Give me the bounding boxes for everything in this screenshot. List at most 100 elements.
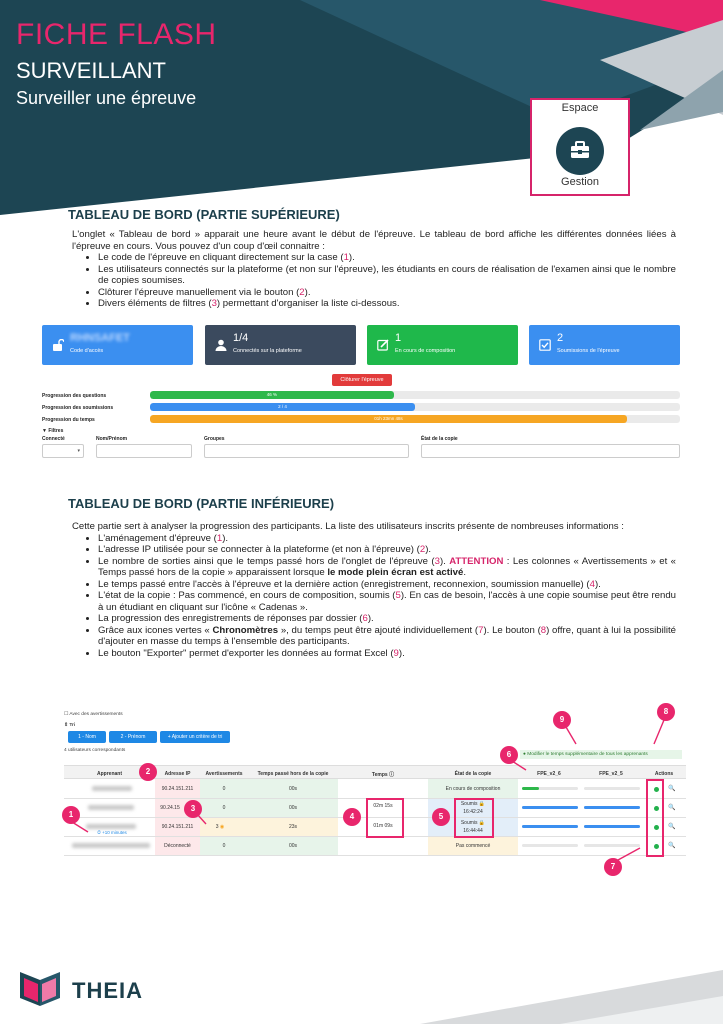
access-code-card[interactable]: RHNSAFET Code d'accès (42, 325, 193, 365)
header-background (0, 0, 723, 215)
sort-chip-name[interactable]: 1 - Nom (68, 731, 106, 743)
row-state: Soumis 🔒 (460, 801, 486, 807)
row-time: 01m 09s (373, 823, 393, 829)
row-state: En cours de composition (445, 786, 501, 792)
row-ip: 90.24.151.211 (161, 824, 194, 830)
section2-text: Cette partie sert à analyser la progress… (72, 521, 676, 659)
espace-label: Espace (561, 102, 599, 114)
search-icon[interactable]: 🔍 (668, 786, 676, 792)
progress-time-track: 01h 23mn 48s (150, 415, 680, 423)
results-count: 4 utilisateurs correspondants (64, 748, 126, 753)
page-subtitle-2: Surveiller une épreuve (16, 88, 197, 108)
edit-icon (377, 339, 389, 351)
lock-icon[interactable]: 🔒 (478, 801, 486, 807)
progress-questions-label: Progression des questions (42, 393, 107, 399)
composing-caption: En cours de composition (395, 348, 456, 354)
composing-value: 1 (395, 332, 402, 344)
marker-7: 7 (604, 858, 622, 876)
state-filter-input[interactable] (421, 444, 680, 458)
folder-progress-track (584, 787, 640, 790)
stopwatch-icon[interactable] (654, 844, 659, 849)
col-learner: Apprenant (97, 771, 122, 777)
sort-label: ⇕ Tri (64, 723, 76, 728)
progress-time-label: Progression du temps (42, 417, 95, 423)
filter-label-state: État de la copie (421, 436, 458, 442)
highlight-state (454, 798, 494, 838)
marker-3: 3 (184, 800, 202, 818)
row-ip: 90.24.15 (160, 805, 180, 811)
folder-progress-track (584, 844, 640, 847)
name-filter-input[interactable] (96, 444, 192, 458)
col-warnings: Avertissements (205, 771, 243, 777)
groups-filter-input[interactable] (204, 444, 409, 458)
section1-list: Le code de l'épreuve en cliquant directe… (98, 252, 676, 310)
list-item: Le bouton "Exporter" permet d'exporter l… (98, 648, 676, 660)
submissions-value: 2 (557, 332, 564, 344)
marker-6: 6 (500, 746, 518, 764)
progress-submissions-track: 2 / 4 (150, 403, 680, 411)
highlight-time (366, 798, 404, 838)
col-actions: Actions (654, 771, 674, 777)
stopwatch-icon[interactable] (654, 806, 659, 811)
submissions-caption: Soumissions de l'épreuve (557, 348, 620, 354)
search-icon[interactable]: 🔍 (668, 824, 676, 830)
filters-title: ▼ Filtres (42, 428, 64, 434)
section1-intro: L'onglet « Tableau de bord » apparait un… (72, 229, 676, 252)
learner-name-blurred (92, 786, 132, 791)
marker-1: 1 (62, 806, 80, 824)
progress-time-fill: 01h 23mn 48s (150, 415, 627, 423)
row-divider (64, 817, 686, 818)
theia-logo-text: THEIA (72, 978, 143, 1003)
row-warnings: 0 (222, 786, 226, 792)
progress-submissions-fill: 2 / 4 (150, 403, 415, 411)
access-code-value: RHNSAFET (70, 332, 130, 344)
progress-submissions-label: Progression des soumissions (42, 405, 114, 411)
marker-5: 5 (432, 808, 450, 826)
stopwatch-icon[interactable] (654, 787, 659, 792)
row-warnings: 0 (222, 843, 226, 849)
folder-progress-fill (584, 806, 640, 809)
info-icon: ⓘ (389, 772, 395, 778)
add-sort-button[interactable]: + Ajouter un critère de tri (160, 731, 230, 743)
list-item: Les utilisateurs connectés sur la platef… (98, 264, 676, 287)
connected-select[interactable]: ▾ (42, 444, 84, 458)
search-icon[interactable]: 🔍 (668, 805, 676, 811)
marker-9: 9 (553, 711, 571, 729)
toolbox-icon (556, 127, 604, 175)
page-title: FICHE FLASH (16, 18, 217, 51)
folder-progress-track (522, 844, 578, 847)
learner-name-blurred (86, 824, 136, 829)
sort-chip-firstname[interactable]: 2 - Prénom (109, 731, 157, 743)
row-time-outside: 23s (288, 824, 298, 830)
section2-list: L'aménagement d'épreuve (1). L'adresse I… (98, 533, 676, 660)
list-item: L'adresse IP utilisée pour se connecter … (98, 544, 676, 556)
state-notstarted-bg (428, 836, 518, 855)
col-fpe5: FPE_v2_5 (599, 771, 623, 777)
list-item: Le temps passé entre l'accès à l'épreuve… (98, 579, 676, 591)
search-icon[interactable]: 🔍 (668, 843, 676, 849)
state-composing-bg (428, 779, 518, 798)
list-item: Divers éléments de filtres (3) permettan… (98, 298, 676, 310)
bulk-time-button[interactable]: ● Modifier le temps supplémentaire de to… (520, 750, 682, 759)
check-square-icon (539, 339, 551, 351)
lock-icon[interactable]: 🔒 (478, 820, 486, 826)
row-warnings: 0 (222, 805, 226, 811)
list-item: La progression des enregistrements de ré… (98, 613, 676, 625)
warnings-checkbox-row[interactable]: ☐ Avec des avertissements (64, 712, 123, 717)
unlock-icon (53, 339, 64, 351)
marker-2: 2 (139, 763, 157, 781)
learner-name-blurred (72, 843, 150, 848)
list-item: Le nombre de sorties ainsi que le temps … (98, 556, 676, 579)
connected-value: 1/4 (233, 332, 249, 344)
gestion-label: Gestion (561, 176, 599, 188)
close-exam-button[interactable]: Clôturer l'épreuve (332, 374, 392, 386)
progress-questions-fill: 46 % (150, 391, 394, 399)
connected-caption: Connectés sur la plateforme (233, 348, 302, 354)
row-submit-time: 16:44:44 (463, 828, 483, 834)
highlight-actions (646, 779, 664, 857)
folder-progress-track (522, 787, 578, 790)
stopwatch-icon[interactable] (654, 825, 659, 830)
row-submit-time: 16:42:24 (463, 809, 483, 815)
row-ip: Déconnecté (164, 843, 191, 849)
marker-8: 8 (657, 703, 675, 721)
